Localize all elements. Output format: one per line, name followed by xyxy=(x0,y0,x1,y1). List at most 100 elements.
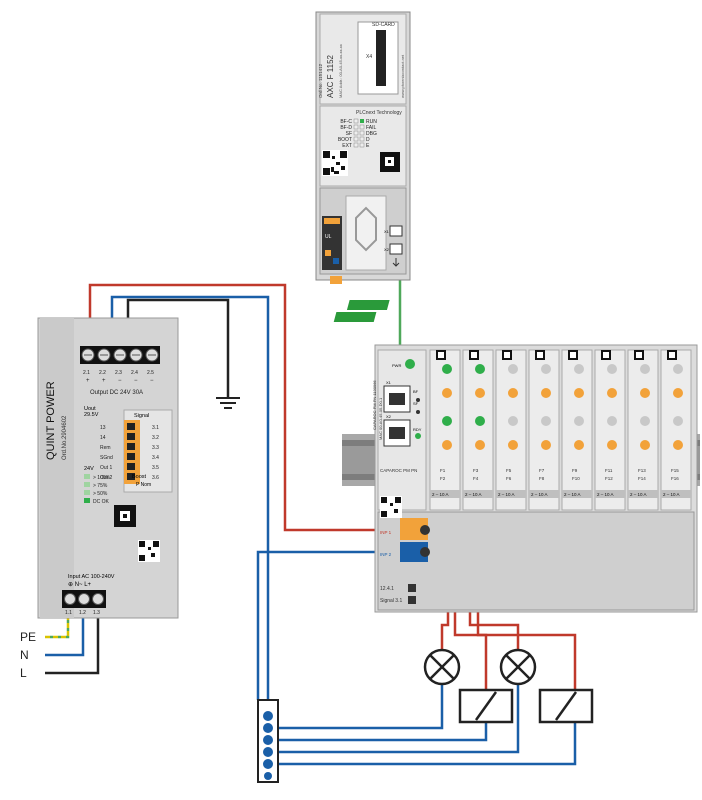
module-mac: MAC 00-A0-45-05-D0-1 xyxy=(378,397,383,440)
input-term-label: 1.1 xyxy=(65,610,72,616)
caparoc-module: PWR BF SF RDY X1 X2 MAC 00-A0-45-05-D0-1… xyxy=(372,344,698,613)
current-dial[interactable] xyxy=(673,440,683,450)
phoenix-logo-icon xyxy=(114,505,136,527)
relay-coil-1-icon xyxy=(458,688,514,724)
current-dial[interactable] xyxy=(442,388,452,398)
channel-led xyxy=(574,364,584,374)
svg-text:SF: SF xyxy=(413,401,419,406)
channel-led xyxy=(442,364,452,374)
fuse-bottom-label: F4 xyxy=(473,476,479,481)
psu-input-terminals: 1.1 1.2 1.3 xyxy=(62,590,106,616)
ethernet-port-x1[interactable] xyxy=(389,225,403,237)
svg-text:E: E xyxy=(366,143,370,149)
sd-card-label: SD-CARD xyxy=(372,22,395,28)
svg-text:RDY: RDY xyxy=(413,427,422,432)
fuse-bottom-label: F14 xyxy=(638,476,646,481)
output-term-label: 2.4 xyxy=(131,370,138,376)
signal-name: Out 1 xyxy=(100,465,112,471)
pwr-led xyxy=(405,359,415,369)
current-dial[interactable] xyxy=(607,440,617,450)
current-dial[interactable] xyxy=(574,440,584,450)
current-dial[interactable] xyxy=(640,388,650,398)
ethernet-port-x2[interactable] xyxy=(389,243,403,255)
signal-term-label: 3.2 xyxy=(152,435,159,441)
fuse-top-label: F13 xyxy=(638,468,646,473)
svg-text:INP 1: INP 1 xyxy=(380,530,392,535)
current-dial[interactable] xyxy=(442,440,452,450)
channel-led xyxy=(541,416,551,426)
output-term-label: 2.5 xyxy=(147,370,154,376)
signal-terminal[interactable] xyxy=(127,443,135,450)
current-dial[interactable] xyxy=(574,388,584,398)
input-term-label: 1.3 xyxy=(93,610,100,616)
level-label: DC OK xyxy=(93,499,110,505)
svg-text:X1: X1 xyxy=(386,380,392,385)
output-term-sign: − xyxy=(118,378,122,384)
channel-led xyxy=(673,364,683,374)
svg-text:EXT: EXT xyxy=(342,143,352,149)
input-screw-terminal[interactable] xyxy=(78,593,90,605)
red-plus-wire xyxy=(88,283,425,532)
plc-controller: SD-CARD X4 AXC F 1152 Ord.No. 1151412 MA… xyxy=(315,11,411,284)
current-dial[interactable] xyxy=(541,388,551,398)
svg-text:Uout: Uout xyxy=(84,406,96,412)
current-dial[interactable] xyxy=(475,440,485,450)
module-id: CAPAROC PM PN 1130966 xyxy=(372,380,377,430)
channel-led xyxy=(574,416,584,426)
level-label: > 75% xyxy=(93,483,108,489)
svg-text:D: D xyxy=(366,137,370,143)
svg-text:INP 2: INP 2 xyxy=(380,552,392,557)
current-dial[interactable] xyxy=(475,388,485,398)
lamp-load-1-icon xyxy=(423,648,461,686)
signal-name: 14 xyxy=(100,435,106,441)
signal-terminal[interactable] xyxy=(127,473,135,480)
psu-level-leds: > 100%> 75%> 50%DC OK xyxy=(84,474,111,505)
controller-url: www.phoenixcontact.net xyxy=(400,54,405,98)
blue-module-wire xyxy=(256,550,425,700)
phoenix-logo-icon xyxy=(380,152,400,172)
fuse-top-label: F1 xyxy=(440,468,446,473)
psu-output-label: Output DC 24V 30A xyxy=(90,390,143,396)
current-dial[interactable] xyxy=(508,440,518,450)
input-term-label: 1.2 xyxy=(79,610,86,616)
qr-code-icon xyxy=(380,496,402,518)
level-label: > 50% xyxy=(93,491,108,497)
signal-terminal[interactable] xyxy=(127,463,135,470)
signal-term-label: 3.3 xyxy=(152,445,159,451)
signal-terminal[interactable] xyxy=(127,453,135,460)
svg-text:X2: X2 xyxy=(384,247,390,252)
controller-leds: BF-C BF-D SF BOOT EXT RUN FAIL DBG D E xyxy=(338,118,377,149)
signal-terminal[interactable] xyxy=(127,423,135,430)
signal-term-label: 3.5 xyxy=(152,465,159,471)
psu-brand: QUINT POWER xyxy=(45,381,57,460)
fuse-rating: 2 – 10 A xyxy=(498,492,515,497)
current-dial[interactable] xyxy=(673,388,683,398)
channel-led xyxy=(442,416,452,426)
black-wire xyxy=(126,298,230,398)
current-dial[interactable] xyxy=(607,388,617,398)
x4-label: X4 xyxy=(366,54,372,60)
output-term-sign: − xyxy=(150,378,154,384)
fuse-top-label: F3 xyxy=(473,468,479,473)
fuse-top-label: F5 xyxy=(506,468,512,473)
svg-text:Boost: Boost xyxy=(132,474,147,480)
channel-led xyxy=(607,364,617,374)
fuse-bottom-label: F6 xyxy=(506,476,512,481)
svg-text:X2: X2 xyxy=(386,414,392,419)
output-term-sign: − xyxy=(134,378,138,384)
psu-output-terminals: 2.1+2.2+2.3−2.4−2.5− xyxy=(80,346,160,384)
fuse-rating: 2 – 10 A xyxy=(630,492,647,497)
signal-term-label: 3.4 xyxy=(152,455,159,461)
current-dial[interactable] xyxy=(508,388,518,398)
svg-text:FAIL: FAIL xyxy=(366,125,377,131)
signal-name: Rem xyxy=(100,445,111,451)
signal-terminal[interactable] xyxy=(127,433,135,440)
fuse-bottom-label: F12 xyxy=(605,476,613,481)
level-led xyxy=(84,490,90,495)
input-screw-terminal[interactable] xyxy=(92,593,104,605)
input-terminal-plus[interactable] xyxy=(400,518,428,540)
input-screw-terminal[interactable] xyxy=(64,593,76,605)
current-dial[interactable] xyxy=(541,440,551,450)
current-dial[interactable] xyxy=(640,440,650,450)
input-terminal-minus[interactable] xyxy=(400,542,428,562)
